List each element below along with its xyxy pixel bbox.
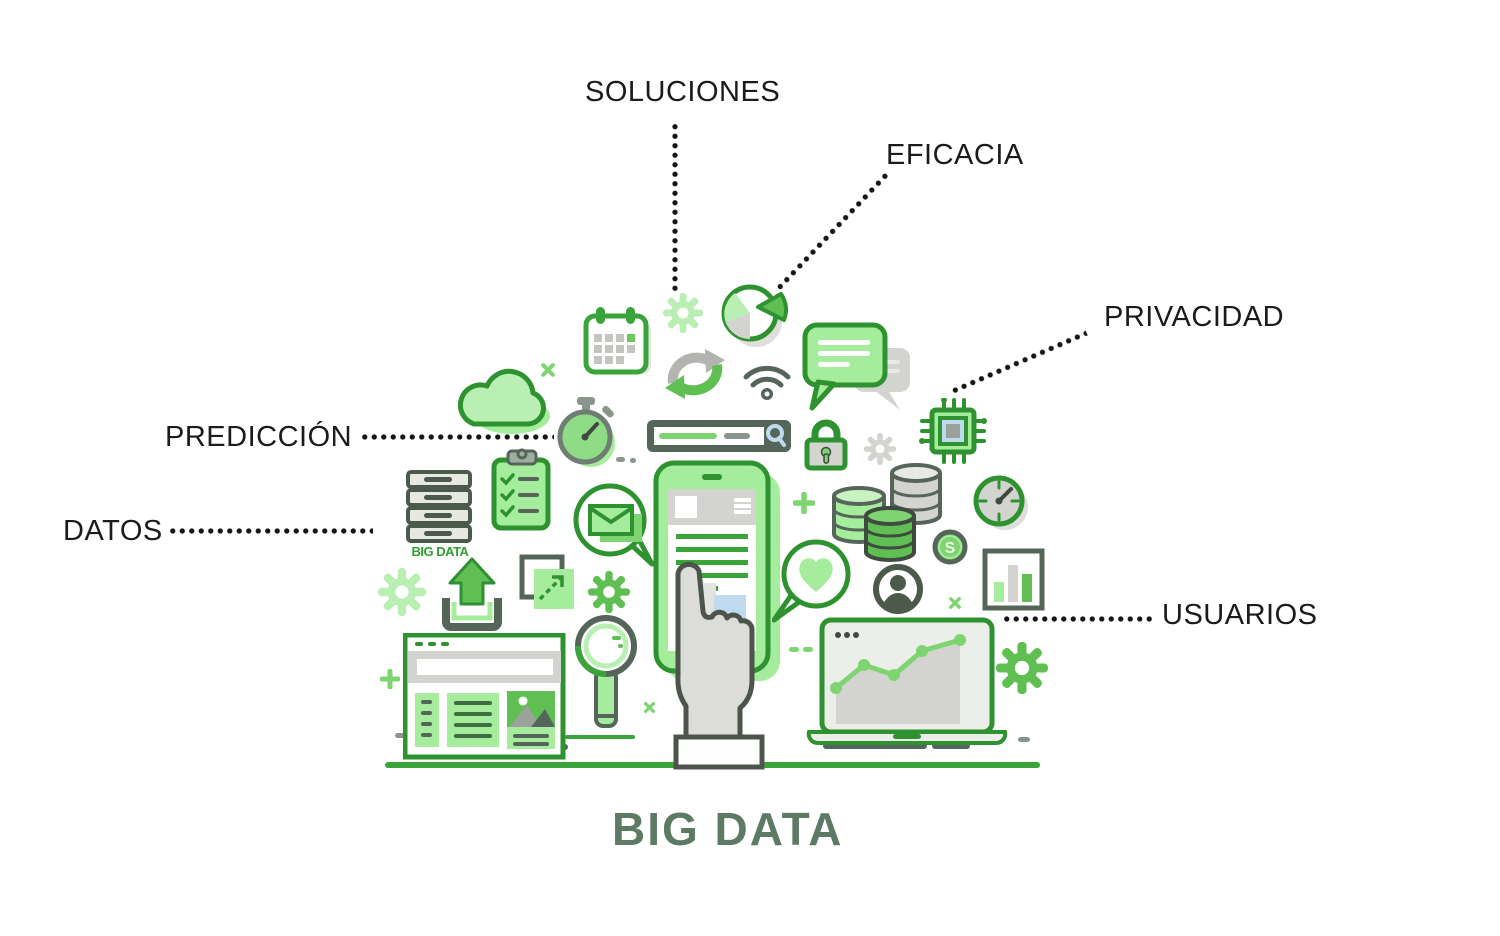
dollar-symbol: S bbox=[945, 540, 956, 557]
gear-icon bbox=[663, 293, 703, 333]
callout-line-soluciones bbox=[672, 122, 678, 292]
upload-icon bbox=[442, 557, 502, 631]
dollar-coin-icon: S bbox=[932, 529, 968, 565]
cross-decoration bbox=[541, 363, 555, 377]
plus-decoration bbox=[380, 669, 400, 689]
stopwatch-icon bbox=[557, 397, 615, 467]
label-prediccion: PREDICCIÓN bbox=[165, 421, 353, 453]
dash-decoration bbox=[803, 647, 813, 652]
label-usuarios: USUARIOS bbox=[1162, 599, 1318, 631]
bar-chart-icon bbox=[982, 548, 1045, 611]
chip-icon bbox=[919, 398, 987, 464]
gauge-icon bbox=[973, 475, 1028, 530]
sync-arrows-icon bbox=[665, 349, 725, 399]
search-bar-icon bbox=[647, 420, 791, 452]
label-datos: DATOS bbox=[63, 515, 163, 547]
callout-line-privacidad bbox=[949, 330, 1088, 395]
calendar-icon bbox=[583, 307, 651, 375]
hand-cursor-icon bbox=[673, 561, 765, 770]
callout-line-usuarios bbox=[1002, 616, 1152, 622]
cross-decoration bbox=[949, 597, 961, 609]
plus-decoration bbox=[793, 492, 815, 514]
clipboard-icon bbox=[491, 448, 551, 531]
email-bubble-icon bbox=[573, 483, 655, 567]
gear-icon bbox=[996, 641, 1048, 695]
floor-dash bbox=[395, 733, 407, 738]
user-avatar-icon bbox=[873, 564, 923, 614]
floor-dash bbox=[1018, 737, 1030, 742]
wifi-icon bbox=[743, 365, 791, 400]
chat-bubbles-icon bbox=[802, 322, 910, 411]
server-caption: BIG DATA bbox=[411, 544, 469, 559]
heart-bubble-icon bbox=[772, 539, 851, 623]
cloud-icon bbox=[457, 368, 550, 434]
gear-icon bbox=[588, 571, 630, 613]
gear-icon bbox=[378, 568, 426, 616]
floor-dash bbox=[823, 743, 927, 749]
label-privacidad: PRIVACIDAD bbox=[1104, 301, 1285, 333]
diagram-title: BIG DATA bbox=[612, 803, 844, 855]
callout-line-eficacia bbox=[774, 171, 891, 293]
label-soluciones: SOLUCIONES bbox=[585, 76, 781, 108]
database-cylinders-icon bbox=[832, 463, 942, 562]
magnifier-icon bbox=[575, 615, 637, 728]
expand-icon bbox=[519, 554, 574, 609]
label-eficacia: EFICACIA bbox=[886, 139, 1024, 171]
dash-decoration bbox=[616, 457, 625, 462]
pie-chart-icon bbox=[721, 284, 788, 347]
cross-decoration bbox=[643, 701, 656, 714]
smartphone-icon bbox=[653, 460, 780, 770]
server-stack-icon bbox=[406, 470, 472, 543]
dash-decoration bbox=[630, 458, 636, 463]
floor-dash bbox=[565, 735, 635, 739]
floor-dash bbox=[932, 743, 970, 749]
callout-line-datos bbox=[168, 528, 373, 534]
callout-line-prediccion bbox=[360, 434, 554, 440]
browser-window-icon bbox=[403, 633, 566, 760]
dash-decoration bbox=[789, 647, 799, 652]
lock-icon bbox=[804, 419, 848, 471]
laptop-chart-icon bbox=[806, 617, 1008, 745]
